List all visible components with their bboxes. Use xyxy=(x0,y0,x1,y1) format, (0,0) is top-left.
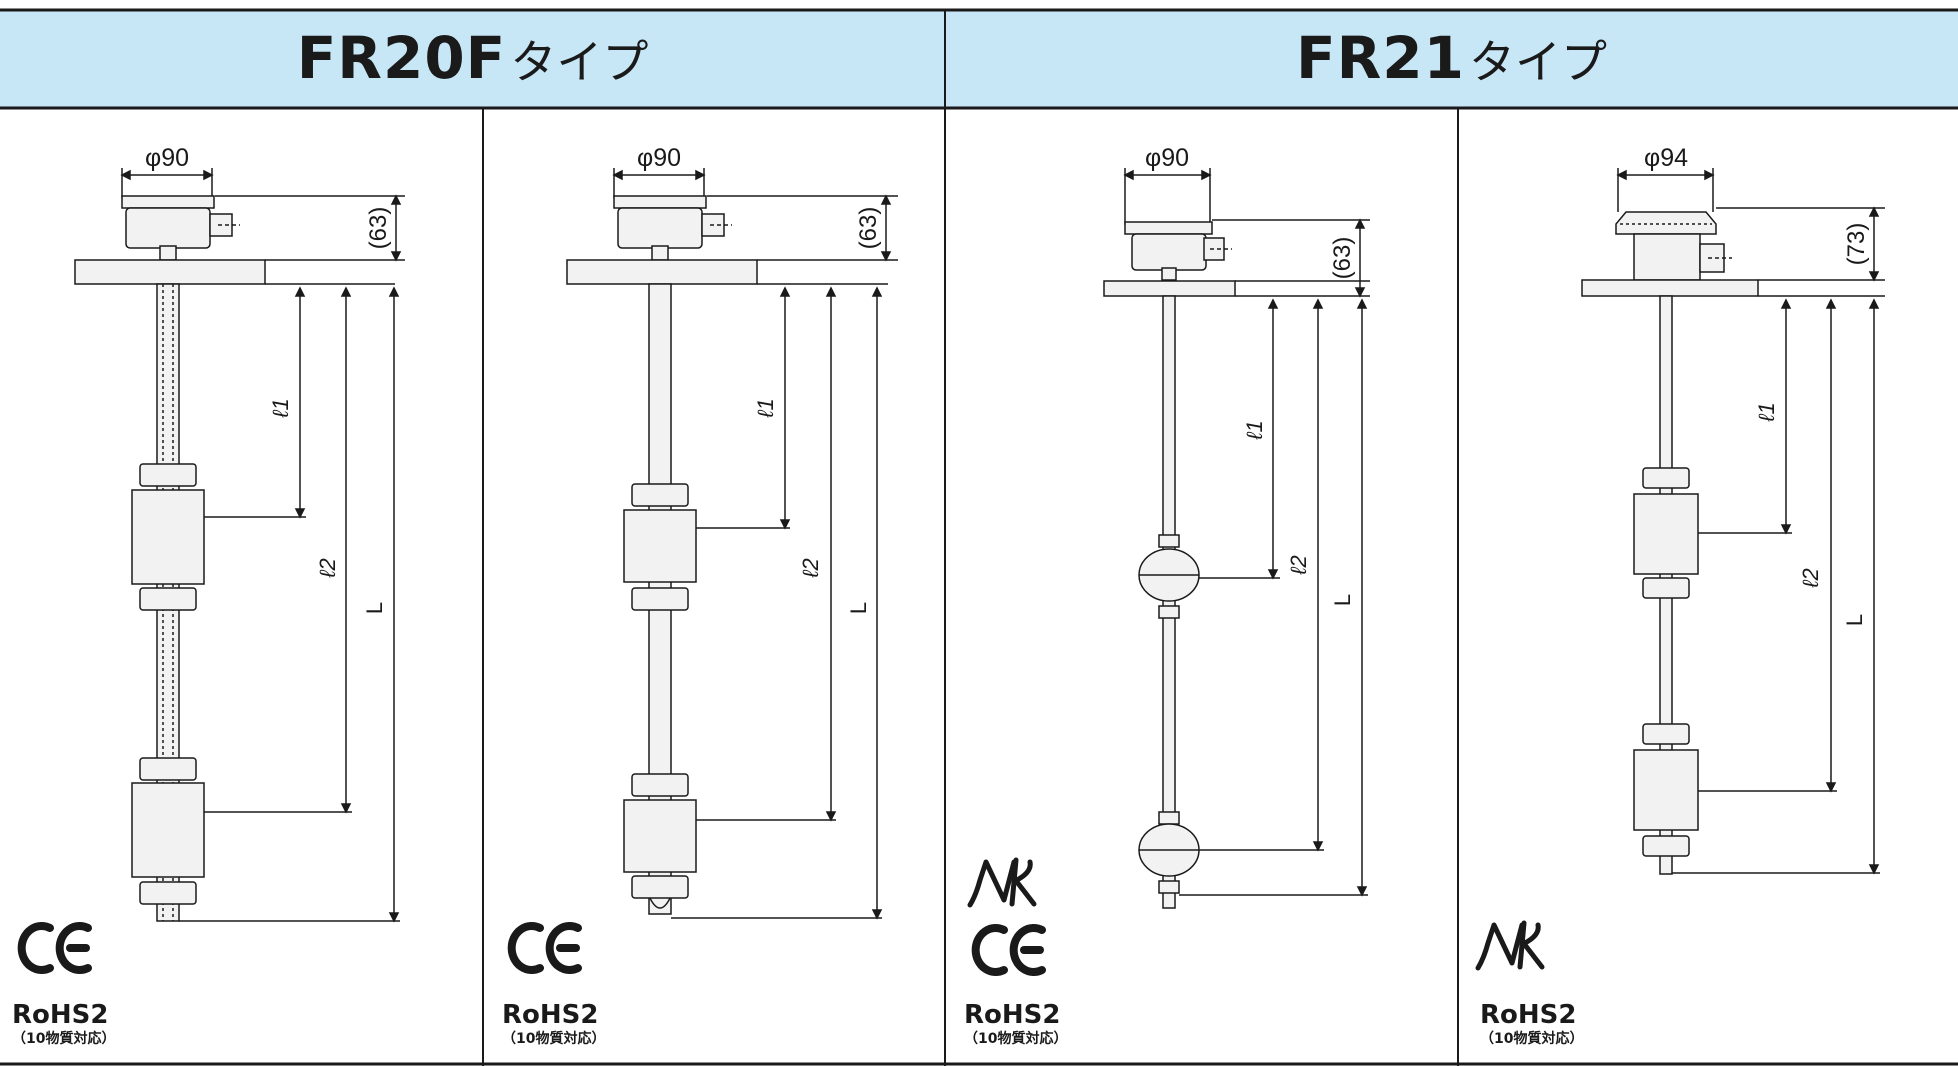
rohs-badge: RoHS2 （10物質対応） xyxy=(964,1002,1067,1046)
rohs-label: RoHS2 xyxy=(502,1000,599,1030)
rohs-label: RoHS2 xyxy=(1480,1000,1577,1030)
rohs-note: （10物質対応） xyxy=(1480,1031,1584,1047)
rohs-badge: RoHS2 （10物質対応） xyxy=(502,1002,605,1046)
rohs-badge: RoHS2 （10物質対応） xyxy=(12,1002,115,1046)
l2-label: ℓ2 xyxy=(1798,568,1823,588)
l1-label: ℓ1 xyxy=(268,398,293,418)
ce-mark xyxy=(17,922,92,974)
length-label: L xyxy=(846,602,871,614)
rohs-label: RoHS2 xyxy=(964,1000,1061,1030)
nk-mark xyxy=(967,857,1037,908)
rohs-badge: RoHS2 （10物質対応） xyxy=(1480,1002,1583,1046)
model-suffix: タイプ xyxy=(1469,35,1607,89)
dimension-labels-fr21-b: φ94 (73) ℓ1 ℓ2 L xyxy=(1644,144,1870,626)
rohs-label: RoHS2 xyxy=(12,1000,109,1030)
ce-mark xyxy=(507,922,582,974)
l1-label: ℓ1 xyxy=(753,398,778,418)
height-label: (73) xyxy=(1843,223,1870,266)
ce-mark xyxy=(971,924,1046,976)
dimension-labels-fr20f-a: φ90 (63) ℓ1 ℓ2 L xyxy=(145,144,392,614)
diameter-label: φ90 xyxy=(145,144,189,172)
nk-mark xyxy=(1475,920,1545,971)
drawing-fr21-b xyxy=(1581,168,1885,875)
height-label: (63) xyxy=(365,207,392,250)
header-fr21: FR21 タイプ xyxy=(945,24,1958,94)
rohs-note: （10物質対応） xyxy=(964,1031,1068,1047)
rohs-note: （10物質対応） xyxy=(502,1031,606,1047)
drawing-fr20f-a xyxy=(74,168,405,923)
l2-label: ℓ2 xyxy=(798,558,823,578)
diameter-label: φ94 xyxy=(1644,144,1688,172)
length-label: L xyxy=(1842,614,1867,626)
height-label: (63) xyxy=(855,207,882,250)
l1-label: ℓ1 xyxy=(1754,402,1779,422)
l1-label: ℓ1 xyxy=(1242,420,1267,440)
dimension-labels-fr21-a: φ90 (63) ℓ1 ℓ2 L xyxy=(1145,144,1356,606)
header-fr20f: FR20F タイプ xyxy=(0,24,945,94)
dimension-labels-fr20f-b: φ90 (63) ℓ1 ℓ2 L xyxy=(637,144,882,614)
length-label: L xyxy=(362,602,387,614)
diameter-label: φ90 xyxy=(1145,144,1189,172)
height-label: (63) xyxy=(1329,237,1356,280)
l2-label: ℓ2 xyxy=(315,558,340,578)
model-name: FR21 xyxy=(1296,24,1465,92)
drawing-fr20f-b xyxy=(566,168,898,920)
length-label: L xyxy=(1330,594,1355,606)
model-name: FR20F xyxy=(296,24,507,92)
rohs-note: （10物質対応） xyxy=(12,1031,116,1047)
header-band xyxy=(0,10,1958,108)
model-suffix: タイプ xyxy=(510,35,649,89)
drawing-fr21-a xyxy=(1103,168,1370,909)
diameter-label: φ90 xyxy=(637,144,681,172)
l2-label: ℓ2 xyxy=(1286,555,1311,575)
